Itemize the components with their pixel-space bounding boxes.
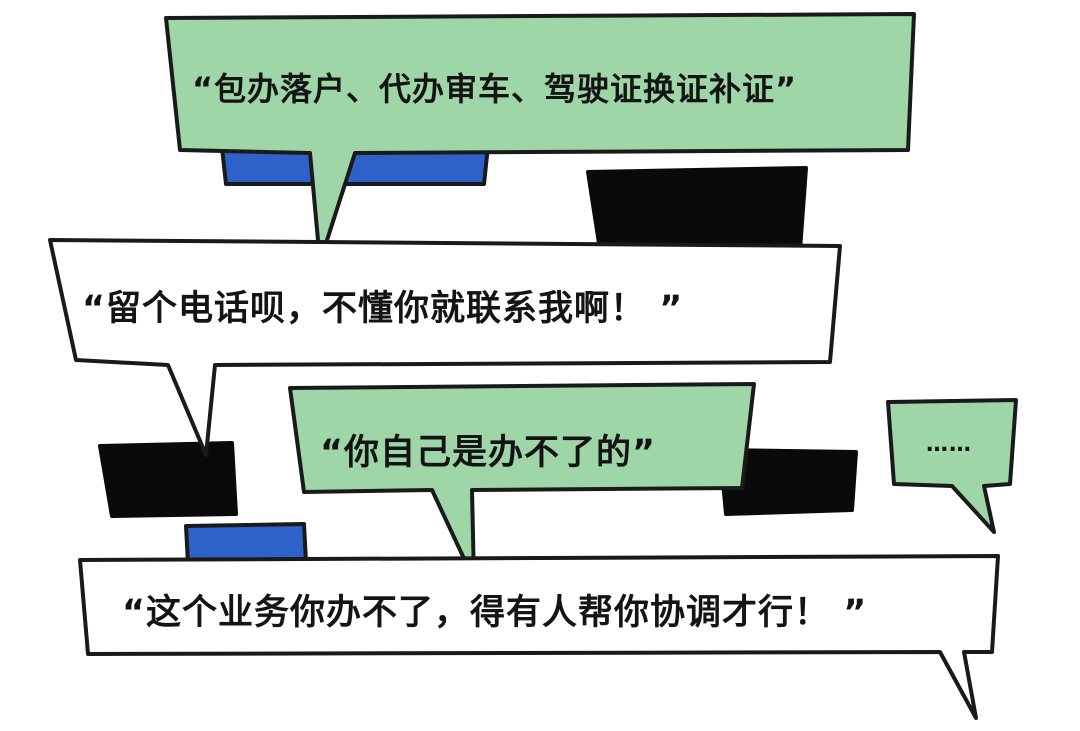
bubble-text-top-green: “包办落户、代办审车、驾驶证换证补证” xyxy=(192,70,798,108)
bubble-text-small-green: …… xyxy=(926,432,972,457)
black-block-right xyxy=(718,448,858,516)
speech-bubble-middle-green xyxy=(288,382,756,582)
bubble-text-middle-green: “你自己是办不了的” xyxy=(320,433,657,473)
black-block-left xyxy=(98,441,238,518)
black-block-top-right xyxy=(586,166,808,252)
speech-bubble-upper-white xyxy=(48,238,842,457)
bubble-text-bottom-white: “这个业务你办不了，得有人帮你协调才行！ ” xyxy=(122,593,868,633)
speech-bubble-bottom-white xyxy=(78,554,1000,720)
bubble-text-upper-white: “留个电话呗，不懂你就联系我啊！ ” xyxy=(82,289,684,329)
speech-bubble-small-green xyxy=(886,398,1018,534)
speech-bubble-top-green xyxy=(164,12,916,264)
